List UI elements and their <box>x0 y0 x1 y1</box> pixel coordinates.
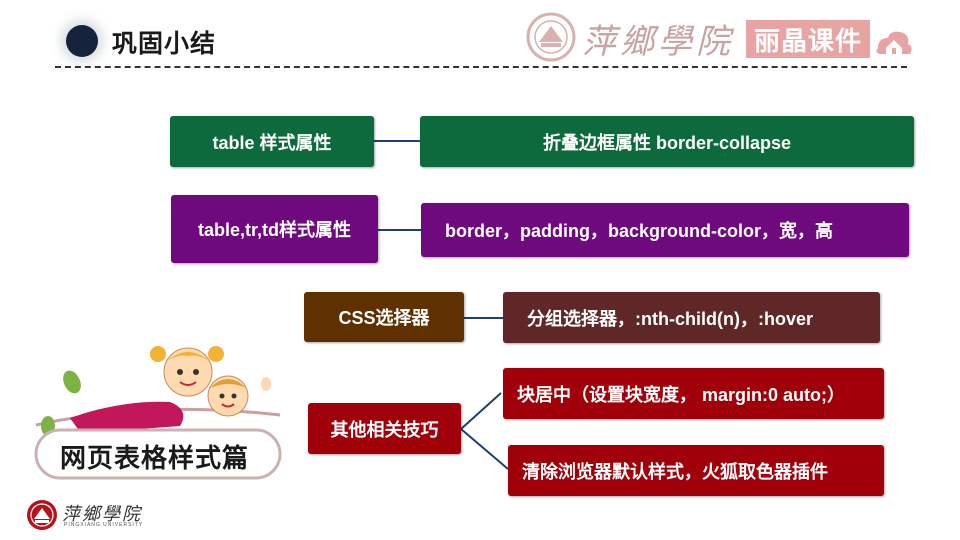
topic-css-selectors: CSS选择器 <box>304 292 464 342</box>
connector-row4-upper <box>461 393 501 429</box>
detail-border-collapse: 折叠边框属性 border-collapse <box>420 116 914 167</box>
detail-reset-styles: 清除浏览器默认样式，火狐取色器插件 <box>508 445 884 496</box>
topic-other-tips: 其他相关技巧 <box>308 403 461 454</box>
topic-table-tr-td-style: table,tr,td样式属性 <box>171 195 378 263</box>
detail-selectors: 分组选择器，:nth-child(n)，:hover <box>503 292 880 343</box>
topic-table-style: table 样式属性 <box>170 116 374 167</box>
section-badge-label: 网页表格样式篇 <box>60 438 249 475</box>
footer-school-seal <box>26 499 58 531</box>
footer-school-name-en: PINGXIANG UNIVERSITY <box>64 522 143 528</box>
detail-border-padding: border，padding，background-color，宽，高 <box>421 203 909 257</box>
detail-block-center: 块居中（设置块宽度， margin:0 auto;） <box>503 368 884 419</box>
connector-row4-lower <box>461 429 508 469</box>
